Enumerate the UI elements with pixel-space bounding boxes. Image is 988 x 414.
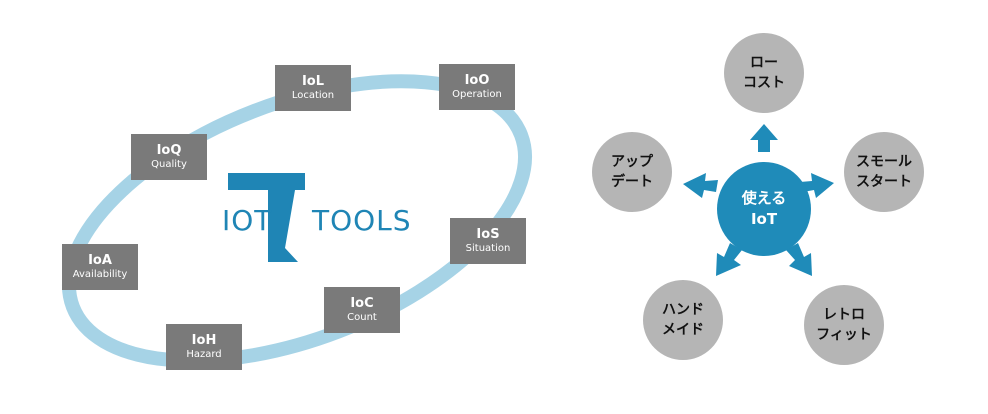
tool-abbr: IoS [476,227,500,242]
circle-line2: コスト [743,75,785,91]
arrow-down-right [786,243,812,276]
tool-box-ioa: IoA Availability [62,244,138,290]
center-line2: IoT [750,210,778,228]
tool-abbr: IoC [350,296,374,311]
tool-box-ios: IoS Situation [450,218,526,264]
arrow-right [800,173,834,198]
tool-abbr: IoA [88,253,112,268]
center-line1: 使える [741,189,787,207]
tool-box-ioh: IoH Hazard [166,324,242,370]
tool-name: Count [347,312,377,323]
tool-name: Situation [465,243,511,254]
circle-line2: フィット [816,327,872,343]
circle-line1: アップ [611,154,653,170]
circle-line1: レトロ [823,307,865,323]
tools-word: TOOLS [312,204,412,237]
arrows [683,124,834,276]
tool-name: Hazard [186,349,222,360]
circle-handmade: ハンド メイド [643,280,723,360]
tool-abbr: IoL [301,74,325,89]
circle-small-start: スモール スタート [844,132,924,212]
circle-line1: ハンド [662,302,704,318]
circle-line2: デート [611,174,653,190]
circle-line1: ロー [750,55,778,71]
tool-name: Operation [452,89,502,100]
tool-name: Location [291,90,335,101]
tool-box-iol: IoL Location [275,65,351,111]
circle-line1: スモール [856,154,912,170]
tool-box-ioq: IoQ Quality [131,134,207,180]
tool-box-ioc: IoC Count [324,287,400,333]
arrow-down-left [716,243,742,276]
seven-logo [228,173,305,262]
circle-line2: スタート [856,174,912,190]
iot-word: IOT [222,204,273,237]
tool-abbr: IoH [191,333,217,348]
circle-retrofit: レトロ フィット [804,285,884,365]
tool-abbr: IoO [464,73,490,88]
arrow-up [750,124,778,152]
tool-name: Availability [72,269,128,280]
tool-name: Quality [151,159,187,170]
tool-abbr: IoQ [156,143,182,158]
circle-update: アップ デート [592,132,672,212]
center-circle: 使える IoT [717,162,811,256]
arrow-left [683,173,718,198]
tool-box-ioo: IoO Operation [439,64,515,110]
circle-low-cost: ロー コスト [724,33,804,113]
circle-line2: メイド [662,322,704,338]
